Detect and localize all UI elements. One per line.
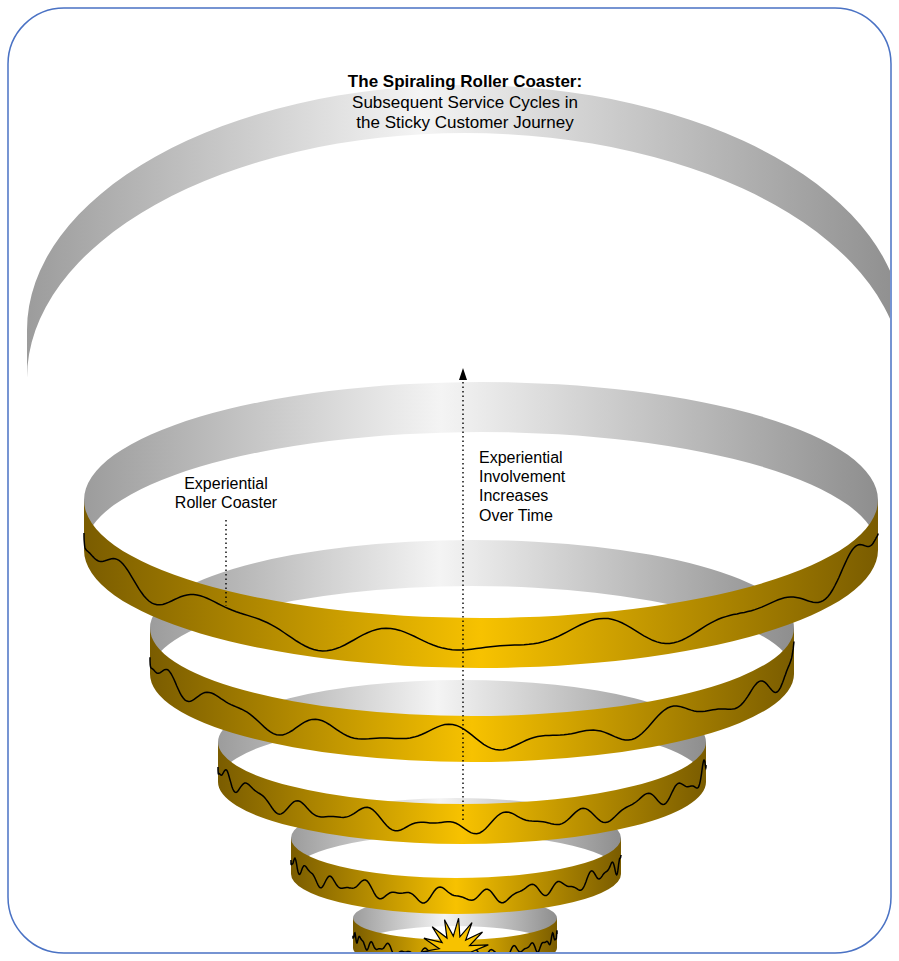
roller-coaster-line [291, 855, 621, 903]
roller-coaster-label: Experiential Roller Coaster [164, 474, 288, 512]
text: The Spiraling Roller Coaster: [348, 72, 582, 91]
spiral-front [84, 500, 878, 668]
text: Experiential Involvement Increases Over … [479, 449, 565, 524]
diagram-subtitle: Subsequent Service Cycles in the Sticky … [346, 93, 584, 134]
time-arrow [462, 378, 463, 820]
arrow-head [459, 368, 467, 380]
involvement-label: Experiential Involvement Increases Over … [479, 448, 583, 525]
spiral-front [291, 838, 621, 914]
leader-line [225, 520, 226, 606]
text: Experiential Roller Coaster [175, 475, 277, 511]
diagram-title: The Spiraling Roller Coaster: [348, 72, 582, 92]
spiral-back [84, 382, 878, 550]
roller-coaster-line [218, 760, 706, 834]
frame-border [8, 8, 891, 953]
starburst [421, 918, 488, 952]
roller-coaster-line [84, 533, 878, 651]
spiral-back [27, 85, 890, 378]
text: Subsequent Service Cycles in the Sticky … [352, 93, 578, 132]
spiral-bands [27, 85, 890, 952]
spiral-front [353, 918, 557, 952]
